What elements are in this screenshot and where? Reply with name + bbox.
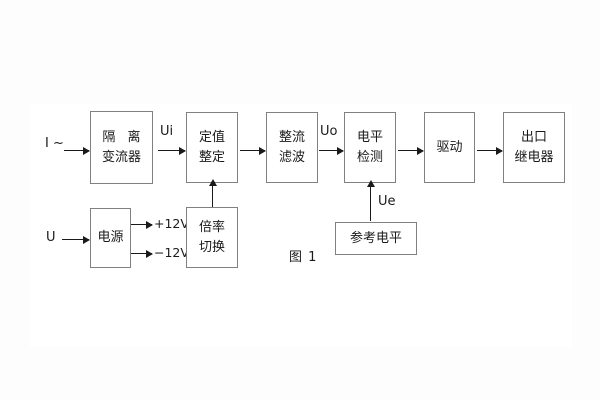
arrow-driver-to-output-relay <box>477 146 503 155</box>
arrow-setting-to-rectify <box>240 146 266 155</box>
block-output-relay-line1: 出口 <box>520 129 547 145</box>
block-level-detect-line2: 检测 <box>356 149 383 165</box>
arrow-level-detect-to-driver <box>398 146 424 155</box>
block-setting[interactable]: 定值 整定 <box>186 112 238 183</box>
block-multiplier-switch-line2: 切换 <box>198 239 225 255</box>
arrow-reference-level-to-level-detect <box>366 180 375 221</box>
block-output-relay[interactable]: 出口 继电器 <box>503 112 565 183</box>
block-setting-line2: 整定 <box>198 149 225 165</box>
arrow-power-supply-neg <box>144 249 153 258</box>
signal-ue-label: Ue <box>378 194 396 209</box>
input-current-label: I ~ <box>45 136 64 151</box>
block-isolation-ct[interactable]: 隔 离 变流器 <box>90 111 153 184</box>
figure-caption: 图 1 <box>289 250 318 265</box>
block-isolation-ct-line1: 隔 离 <box>102 129 145 145</box>
arrow-isolation-to-setting <box>158 146 186 155</box>
block-rectify-filter-line1: 整流 <box>278 129 305 145</box>
supply-positive-label: +12V <box>154 216 189 231</box>
block-multiplier-switch-line1: 倍率 <box>198 219 225 235</box>
power-supply-neg-lead <box>131 253 148 254</box>
block-power-supply[interactable]: 电源 <box>90 208 131 268</box>
block-output-relay-line2: 继电器 <box>514 149 554 165</box>
supply-negative-label: −12V <box>154 245 189 260</box>
block-level-detect[interactable]: 电平 检测 <box>344 112 396 183</box>
block-rectify-filter-line2: 滤波 <box>278 149 305 165</box>
arrow-multiplier-switch-to-setting <box>208 179 217 207</box>
block-reference-level[interactable]: 参考电平 <box>335 222 417 255</box>
block-driver-line1: 驱动 <box>436 139 463 155</box>
input-voltage-label: U <box>46 230 56 245</box>
arrow-power-supply-pos <box>144 220 153 229</box>
arrow-rectify-to-level-detect <box>319 146 344 155</box>
block-driver[interactable]: 驱动 <box>424 112 475 183</box>
block-level-detect-line1: 电平 <box>356 129 383 145</box>
block-reference-level-line1: 参考电平 <box>349 230 402 246</box>
arrow-input-voltage-to-power-supply <box>62 235 90 244</box>
block-rectify-filter[interactable]: 整流 滤波 <box>266 112 318 183</box>
signal-uo-label: Uo <box>320 124 338 139</box>
power-supply-pos-lead <box>131 224 148 225</box>
block-isolation-ct-line2: 变流器 <box>101 149 141 165</box>
signal-ui-label: Ui <box>160 124 174 139</box>
block-multiplier-switch[interactable]: 倍率 切换 <box>186 207 238 268</box>
block-setting-line1: 定值 <box>198 129 225 145</box>
arrow-input-current-to-isolation <box>64 146 90 155</box>
block-power-supply-line1: 电源 <box>97 230 124 246</box>
